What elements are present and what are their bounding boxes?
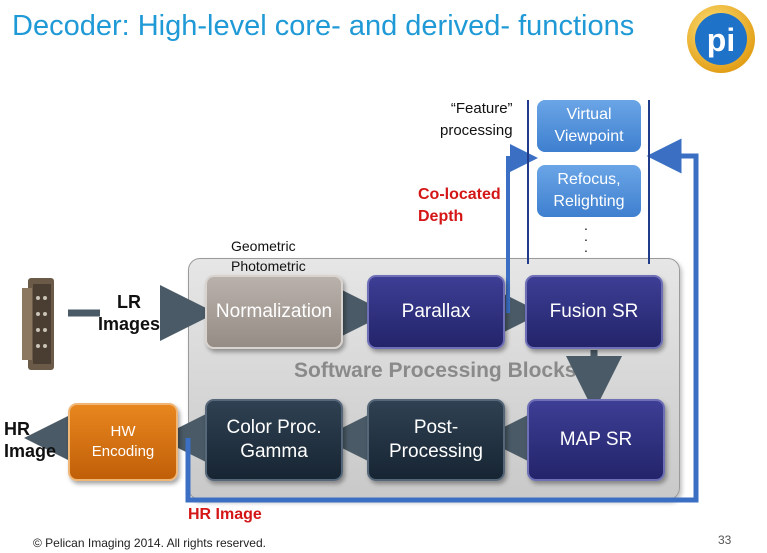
fusion-sr-block: Fusion SR (525, 275, 663, 349)
color-proc-block: Color Proc. Gamma (205, 399, 343, 481)
pelican-logo-icon: pi (687, 5, 755, 73)
camera-array-icon (20, 278, 56, 370)
software-processing-label: Software Processing Blocks (294, 359, 577, 382)
hr-image-bottom-label: HR Image (188, 506, 262, 523)
feature-bracket-left (527, 100, 529, 264)
continuation-dots: . . . (584, 217, 588, 255)
feature-bracket-right (648, 100, 650, 264)
logo-text: pi (707, 22, 735, 58)
copyright-footer: © Pelican Imaging 2014. All rights reser… (33, 536, 266, 550)
hw-encoding-block: HW Encoding (68, 403, 178, 481)
hr-image-left-label: HR Image (4, 419, 57, 461)
hr-image-loop-connector (185, 138, 699, 503)
post-processing-block: Post- Processing (367, 399, 505, 481)
page-number: 33 (718, 533, 732, 547)
normalization-block: Normalization (205, 275, 343, 349)
slide-title: Decoder: High-level core- and derived- f… (12, 10, 635, 42)
colocated-depth-label: Co-located Depth (418, 186, 501, 225)
lr-images-label: LR Images (98, 292, 161, 334)
virtual-viewpoint-block: Virtual Viewpoint (537, 100, 641, 152)
parallax-block: Parallax (367, 275, 505, 349)
feature-processing-label: “Feature” processing (440, 100, 513, 139)
refocus-relighting-block: Refocus, Relighting (537, 165, 641, 217)
map-sr-block: MAP SR (527, 399, 665, 481)
depth-connector (506, 144, 538, 313)
geometric-photometric-label: Geometric Photometric (231, 238, 306, 274)
